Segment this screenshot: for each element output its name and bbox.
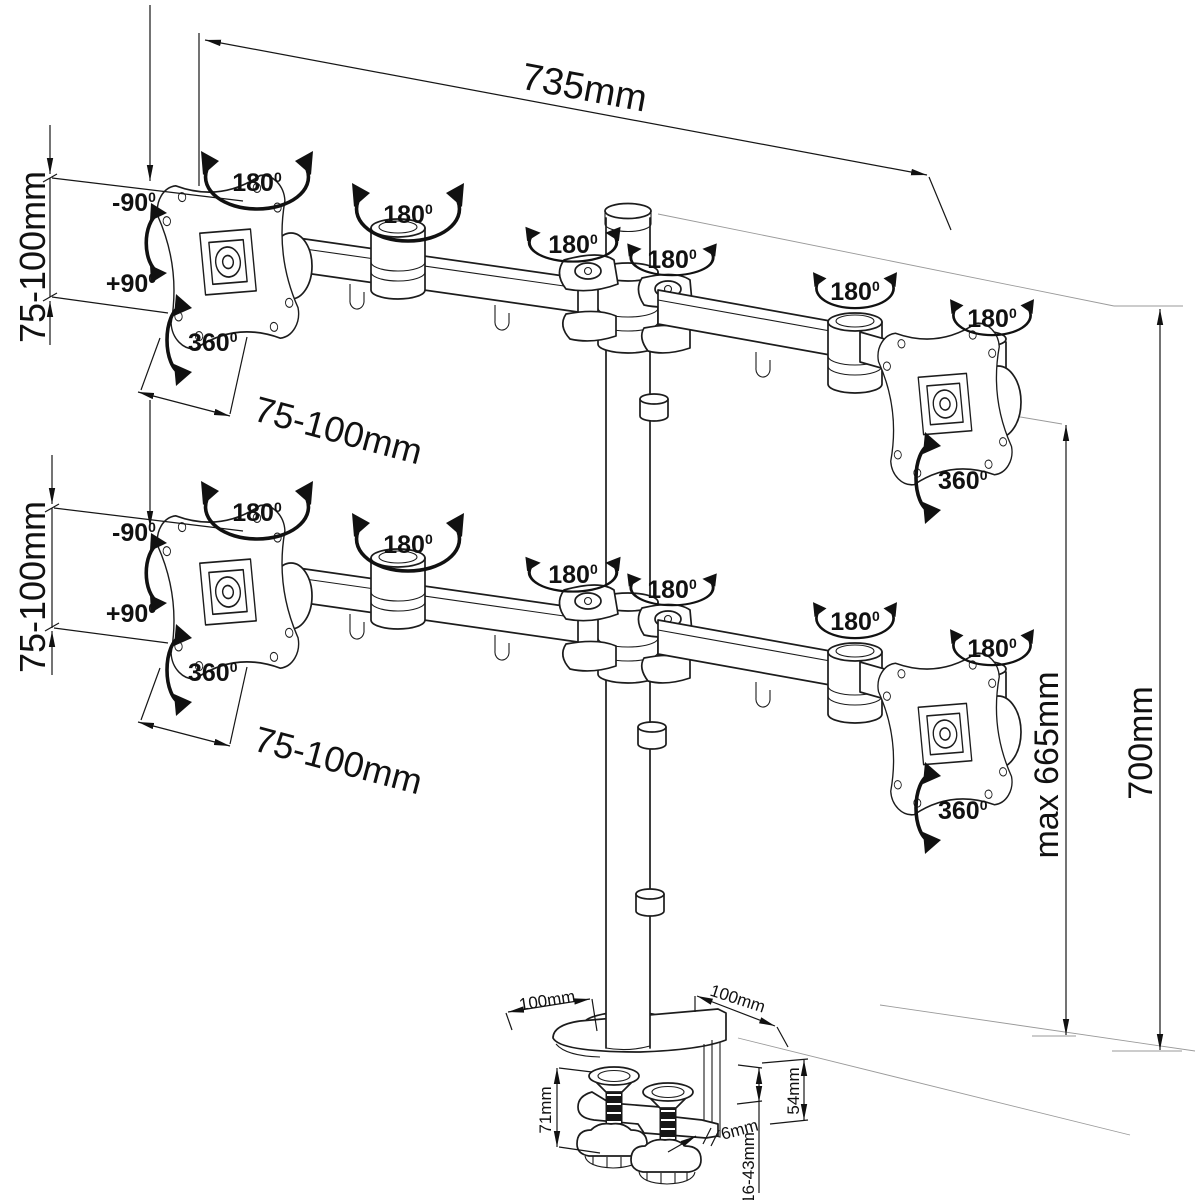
- clamp-knob: [630, 1138, 702, 1185]
- angle-labels: 1800 1800 1800 1800 1800 1800 1800 1800 …: [106, 169, 1017, 825]
- label-180: 1800: [232, 169, 282, 197]
- label-plus-90: +900: [106, 270, 156, 298]
- label-360: 3600: [188, 659, 238, 687]
- pole-ring: [639, 393, 669, 422]
- label-180: 1800: [232, 499, 282, 527]
- bottom-arm-assembly: [154, 503, 1021, 817]
- dimension-lines: [42, 5, 1164, 1193]
- label-180: 1800: [967, 635, 1017, 663]
- label-180: 1800: [383, 531, 433, 559]
- label-plus-90: +900: [106, 600, 156, 628]
- label-180: 1800: [647, 246, 697, 274]
- dim-label-71: 71mm: [536, 1086, 555, 1133]
- dim-label-54: 54mm: [784, 1067, 803, 1114]
- pole-ring: [637, 721, 667, 750]
- label-360: 3600: [938, 797, 988, 825]
- label-180: 1800: [548, 231, 598, 259]
- dim-label-vesa-vertical-top: 75-100mm: [12, 171, 53, 343]
- under-desk-clamp: [576, 1040, 721, 1185]
- pole-ring: [635, 888, 665, 917]
- label-180: 1800: [383, 201, 433, 229]
- dim-label-16-43: 16-43mm: [739, 1132, 758, 1200]
- label-360: 3600: [938, 467, 988, 495]
- dim-label-100-left: 100mm: [518, 987, 577, 1015]
- label-180: 1800: [647, 576, 697, 604]
- label-180: 1800: [548, 561, 598, 589]
- label-minus-90: -900: [112, 519, 156, 547]
- label-minus-90: -900: [112, 189, 156, 217]
- top-arm-assembly: [154, 173, 1021, 487]
- dim-label-vesa-width-top: 75-100mm: [250, 388, 427, 472]
- dim-label-700: 700mm: [1122, 686, 1160, 799]
- label-360: 3600: [188, 329, 238, 357]
- clamp-screw: [576, 1066, 648, 1169]
- dim-label-vesa-width-bottom: 75-100mm: [250, 718, 427, 802]
- clamp-knob: [576, 1122, 648, 1169]
- dim-label-vesa-vertical-bottom: 75-100mm: [12, 501, 53, 673]
- label-180: 1800: [830, 608, 880, 636]
- dim-label-max-665: max 665mm: [1028, 671, 1066, 858]
- clamp-screw: [630, 1082, 702, 1185]
- label-180: 1800: [967, 305, 1017, 333]
- label-180: 1800: [830, 278, 880, 306]
